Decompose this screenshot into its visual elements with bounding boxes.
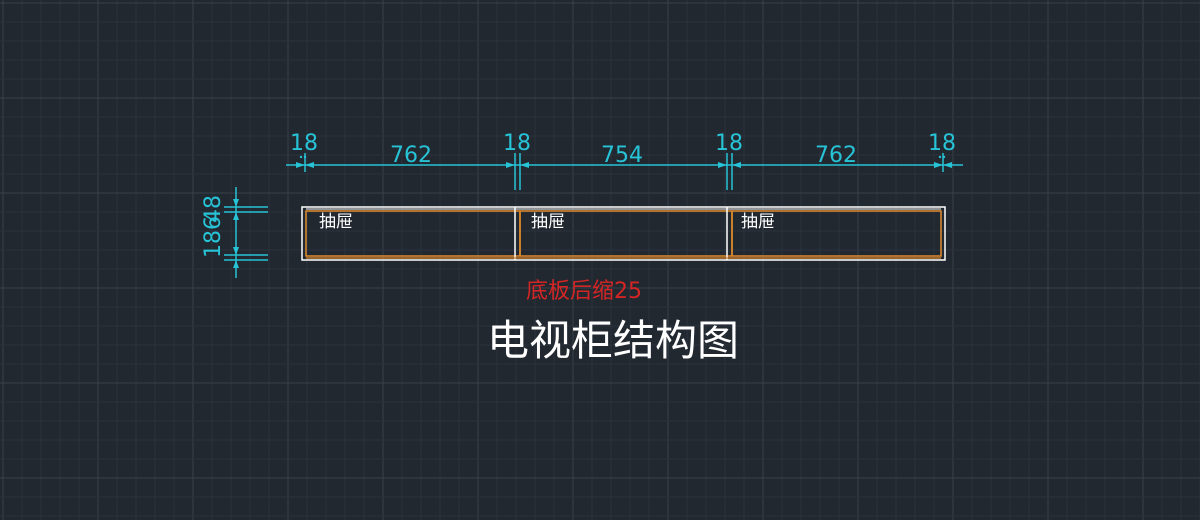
dim-label-right-side: 18	[928, 131, 956, 156]
dim-label-left-span: 762	[390, 143, 432, 168]
vertical-dimension-chain: 186 48	[201, 187, 268, 278]
dim-label-left-side: 18	[290, 131, 318, 156]
drawer-label-right: 抽屉	[741, 212, 775, 232]
drawer-label-middle: 抽屉	[531, 212, 565, 232]
dim-label-right-span: 762	[815, 143, 857, 168]
bottom-panel-note: 底板后缩25	[526, 279, 642, 304]
tv-cabinet-outline: 抽屉 抽屉 抽屉	[301, 206, 946, 261]
dim-label-vertical-height: 48	[201, 195, 226, 223]
drawing-title: 电视柜结构图	[487, 316, 739, 365]
dim-label-middle-span: 754	[601, 143, 643, 168]
dim-label-right-divider: 18	[715, 131, 743, 156]
horizontal-dimension-chain: 18 762 18 754 18 762 18	[286, 131, 963, 190]
dim-label-left-divider: 18	[503, 131, 531, 156]
drawer-label-left: 抽屉	[319, 212, 353, 232]
dim-label-vertical-top: 186	[201, 216, 226, 258]
